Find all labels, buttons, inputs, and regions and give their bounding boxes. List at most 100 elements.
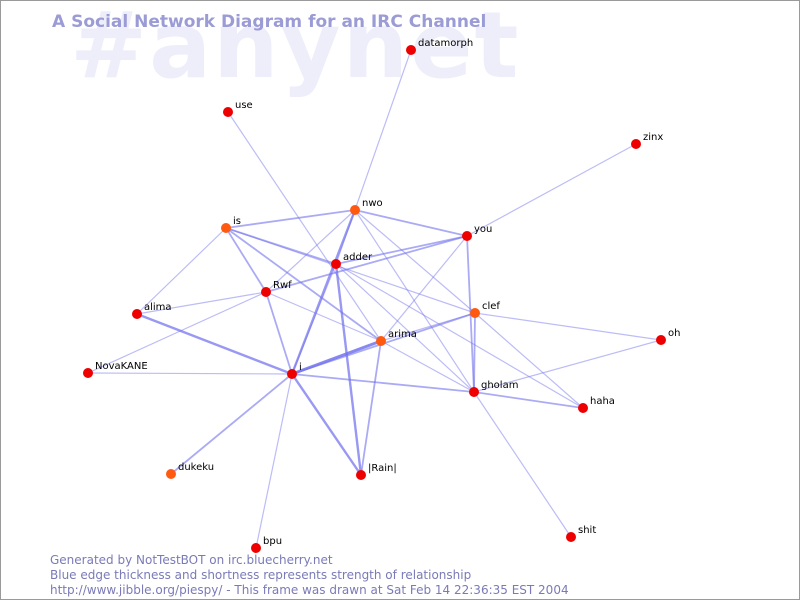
edge-clef-arima (380, 312, 476, 342)
node-label-alima: alima (144, 302, 172, 313)
edge-nwo-i (290, 209, 357, 375)
node-dot-Rwf[interactable] (261, 287, 271, 297)
node-dot-nwo[interactable] (350, 205, 360, 215)
node-datamorph[interactable]: datamorph (406, 38, 473, 55)
node-label-haha: haha (590, 396, 615, 407)
node-dot-zinx[interactable] (631, 139, 641, 149)
footer: Generated by NotTestBOT on irc.bluecherr… (50, 553, 569, 598)
node-alima[interactable]: alima (132, 302, 172, 319)
node-is[interactable]: is (221, 216, 241, 233)
edge-you-Rwf (265, 235, 468, 293)
diagram-title: A Social Network Diagram for an IRC Chan… (52, 12, 487, 32)
node-label-shit: shit (578, 525, 596, 536)
node-dot-bpu[interactable] (251, 543, 261, 553)
edge-clef-haha (474, 312, 584, 409)
node-dot-dukeku[interactable] (166, 469, 176, 479)
edge-zinx-you (466, 143, 637, 237)
node-label-bpu: bpu (263, 536, 282, 547)
node-label-is: is (233, 216, 241, 227)
edge-is-alima (136, 227, 227, 315)
edge-Rwf-NovaKANE (87, 291, 267, 374)
edge-i-bpu (255, 373, 293, 549)
edge-arima-Rain (360, 340, 382, 476)
edge-is-arima (225, 227, 382, 342)
edge-clef-gholam (473, 312, 476, 393)
edge-is-Rwf (225, 227, 267, 293)
node-label-dukeku: dukeku (178, 462, 214, 473)
node-zinx[interactable]: zinx (631, 132, 663, 149)
edge-gholam-shit (473, 391, 572, 538)
edge-use-arima (227, 111, 382, 342)
node-dot-Rain[interactable] (356, 470, 366, 480)
edge-you-arima (380, 235, 468, 342)
node-label-clef: clef (482, 301, 500, 312)
edge-nwo-clef (354, 209, 476, 314)
node-label-zinx: zinx (643, 132, 663, 143)
edge-adder-Rain (334, 263, 363, 476)
node-dot-use[interactable] (223, 107, 233, 117)
edge-Rwf-alima (136, 291, 267, 315)
node-label-i: i (299, 362, 302, 373)
node-label-oh: oh (668, 328, 680, 339)
edge-oh-gholam (473, 339, 662, 393)
node-oh[interactable]: oh (656, 328, 680, 345)
node-dot-haha[interactable] (578, 403, 588, 413)
edge-i-Rain (291, 373, 362, 476)
node-dot-alima[interactable] (132, 309, 142, 319)
node-label-nwo: nwo (362, 198, 383, 209)
edge-arima-i (291, 339, 382, 376)
node-use[interactable]: use (223, 100, 253, 117)
node-you[interactable]: you (462, 224, 492, 241)
edge-you-adder (335, 235, 468, 265)
node-adder[interactable]: adder (331, 252, 373, 269)
node-label-adder: adder (343, 252, 373, 263)
node-dot-arima[interactable] (376, 336, 386, 346)
node-dot-NovaKANE[interactable] (83, 368, 93, 378)
edge-gholam-haha (473, 391, 584, 409)
node-dot-datamorph[interactable] (406, 45, 416, 55)
channel-watermark: #anynet (70, 0, 521, 99)
edge-layer (87, 49, 662, 549)
node-gholam[interactable]: gholam (469, 380, 518, 397)
node-dot-clef[interactable] (470, 308, 480, 318)
node-dot-oh[interactable] (656, 335, 666, 345)
node-Rwf[interactable]: Rwf (261, 280, 292, 297)
node-nwo[interactable]: nwo (350, 198, 383, 215)
edge-nwo-Rwf (265, 209, 356, 293)
footer-url-timestamp: http://www.jibble.org/piespy/ - This fra… (50, 583, 569, 597)
node-NovaKANE[interactable]: NovaKANE (83, 361, 148, 378)
edge-i-dukeku (170, 373, 293, 475)
node-clef[interactable]: clef (470, 301, 500, 318)
edge-is-adder (225, 227, 337, 265)
node-label-gholam: gholam (481, 380, 518, 391)
node-dukeku[interactable]: dukeku (166, 462, 214, 479)
node-label-NovaKANE: NovaKANE (95, 361, 148, 372)
node-haha[interactable]: haha (578, 396, 615, 413)
node-dot-is[interactable] (221, 223, 231, 233)
edge-adder-gholam (335, 263, 475, 393)
node-label-you: you (474, 224, 492, 235)
node-arima[interactable]: arima (376, 329, 417, 346)
node-label-datamorph: datamorph (418, 38, 473, 49)
node-shit[interactable]: shit (566, 525, 596, 542)
node-label-Rwf: Rwf (273, 280, 292, 291)
node-dot-gholam[interactable] (469, 387, 479, 397)
edge-adder-i (291, 263, 337, 375)
edge-nwo-you (354, 209, 468, 237)
edge-clef-oh (474, 312, 662, 341)
node-i[interactable]: i (287, 362, 302, 379)
node-dot-you[interactable] (462, 231, 472, 241)
node-bpu[interactable]: bpu (251, 536, 282, 553)
node-dot-adder[interactable] (331, 259, 341, 269)
node-dot-shit[interactable] (566, 532, 576, 542)
edge-NovaKANE-i (87, 372, 293, 375)
node-dot-i[interactable] (287, 369, 297, 379)
node-Rain[interactable]: |Rain| (356, 463, 397, 480)
footer-legend-note: Blue edge thickness and shortness repres… (50, 568, 472, 582)
node-label-Rain: |Rain| (368, 463, 397, 474)
edge-is-clef (225, 227, 476, 314)
edge-i-gholam (291, 373, 475, 393)
edge-nwo-is (225, 209, 356, 229)
edge-arima-gholam (380, 340, 475, 393)
